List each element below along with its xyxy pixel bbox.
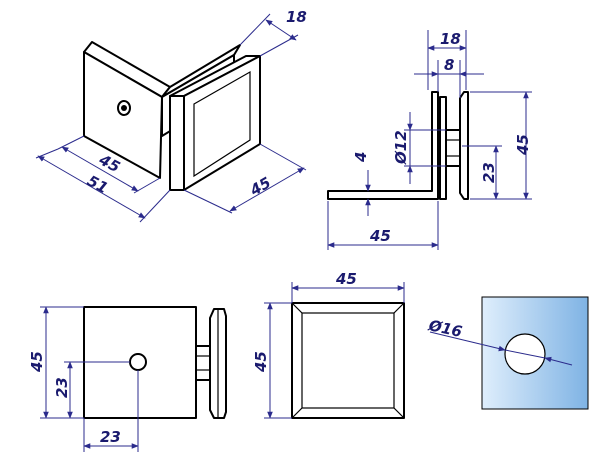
side-gap-label: 8 bbox=[444, 56, 454, 74]
iso-plate-label: 45 bbox=[246, 173, 274, 200]
iso-mount-hole-center bbox=[121, 105, 127, 111]
side-bolt-label: Ø12 bbox=[392, 130, 410, 165]
front-hole-y-label: 23 bbox=[53, 377, 71, 398]
side-height-label: 45 bbox=[514, 134, 532, 156]
front-hole bbox=[129, 353, 147, 371]
iso-depth-label: 18 bbox=[286, 8, 307, 26]
isometric-view: 18 45 51 45 bbox=[35, 8, 307, 223]
plate-outer bbox=[291, 302, 405, 419]
side-base-label: 45 bbox=[369, 227, 391, 245]
plate-height-label: 45 bbox=[252, 351, 270, 373]
side-bolt bbox=[445, 129, 461, 167]
front-view: 45 23 23 bbox=[28, 306, 227, 452]
plate-inner bbox=[301, 312, 395, 409]
side-cap-label: 23 bbox=[480, 162, 498, 183]
side-top-label: 18 bbox=[440, 30, 461, 48]
glass-hole-label: Ø16 bbox=[426, 316, 464, 341]
side-body bbox=[327, 91, 439, 200]
front-hole-x-label: 23 bbox=[100, 428, 121, 446]
iso-clamp-plate-back bbox=[169, 95, 185, 191]
side-thick-label: 4 bbox=[352, 152, 370, 163]
side-view: 18 8 45 23 Ø12 4 45 bbox=[327, 30, 532, 250]
front-height-label: 45 bbox=[28, 351, 46, 373]
plate-width-label: 45 bbox=[335, 270, 357, 288]
plate-view: 45 45 bbox=[252, 270, 405, 419]
glass-view: Ø16 bbox=[426, 296, 589, 410]
iso-outer-label: 51 bbox=[84, 172, 111, 198]
iso-clamp-plate-bevel bbox=[193, 70, 251, 178]
front-bolt bbox=[195, 345, 211, 381]
